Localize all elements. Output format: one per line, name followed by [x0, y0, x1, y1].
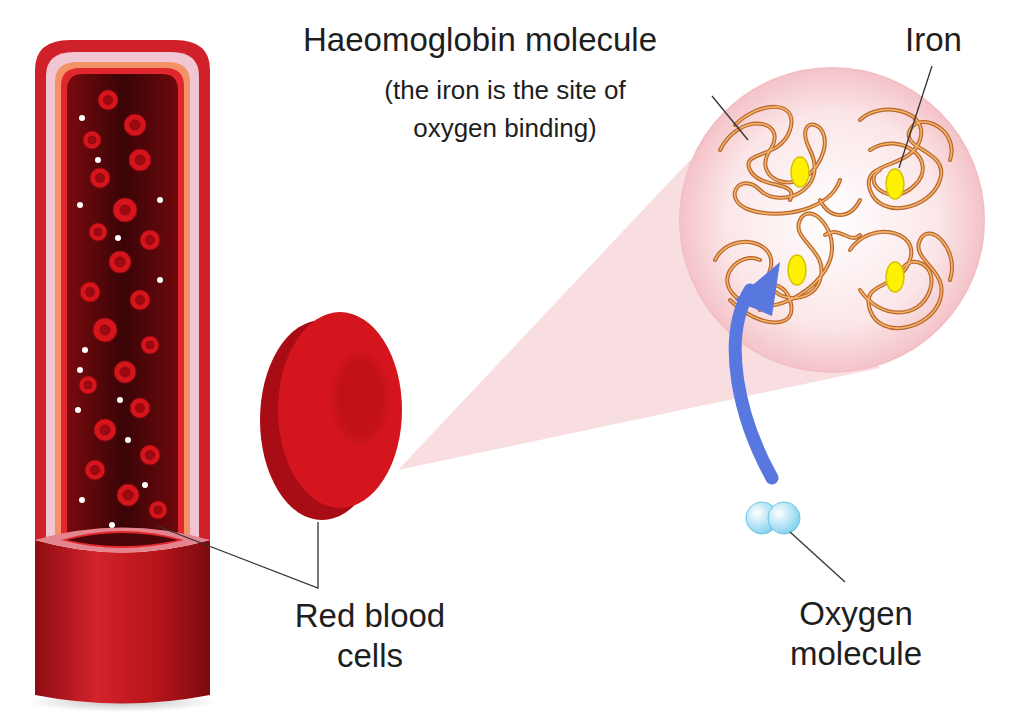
text-label: Iron	[905, 20, 1005, 60]
text-label: Red blood cells	[275, 596, 465, 675]
text-label: Haeomoglobin molecule	[303, 20, 743, 60]
text-label: (the iron is the site of oxygen binding)	[355, 72, 655, 147]
text-label: Oxygen molecule	[751, 594, 961, 673]
